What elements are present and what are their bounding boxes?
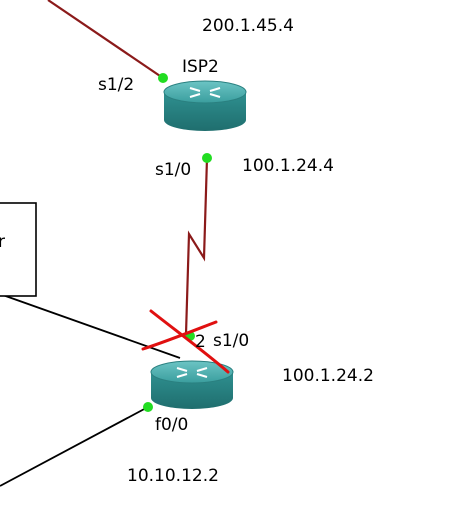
isp2-name-label: ISP2 bbox=[182, 57, 219, 77]
device-box[interactable]: r bbox=[0, 202, 37, 297]
router-isp2[interactable] bbox=[163, 80, 247, 131]
router-r2[interactable] bbox=[150, 360, 234, 409]
isp2-s12-label: s1/2 bbox=[98, 75, 134, 95]
router-arrows-icon bbox=[189, 87, 221, 98]
port-dot-r2-f00 bbox=[143, 402, 153, 412]
ethernet-link-box-r2[interactable] bbox=[0, 293, 181, 359]
port-indicators bbox=[143, 73, 212, 412]
isp2-upstream-ip-label: 200.1.45.4 bbox=[202, 16, 294, 36]
router-arrows-icon bbox=[176, 367, 208, 378]
isp2-s10-label: s1/0 bbox=[155, 160, 191, 180]
serial-link-isp2-upstream[interactable] bbox=[47, 0, 164, 79]
device-box-label: r bbox=[0, 232, 5, 252]
serial-link-isp2-r2[interactable] bbox=[184, 157, 209, 335]
r2-s10-label: s1/0 bbox=[213, 331, 249, 351]
links bbox=[0, 0, 209, 487]
port-dot-isp2-s12 bbox=[158, 73, 168, 83]
r2-s10-ip-label: 100.1.24.2 bbox=[282, 366, 374, 386]
r2-f00-label: f0/0 bbox=[155, 415, 188, 435]
isp2-s10-ip-label: 100.1.24.4 bbox=[242, 156, 334, 176]
ethernet-link-r2-f00[interactable] bbox=[0, 406, 149, 487]
port-dot-isp2-s10 bbox=[202, 153, 212, 163]
r2-f00-ip-label: 10.10.12.2 bbox=[127, 466, 219, 486]
cross-mark-icon bbox=[141, 309, 230, 374]
r2-name-partial-label: 2 bbox=[195, 332, 206, 352]
